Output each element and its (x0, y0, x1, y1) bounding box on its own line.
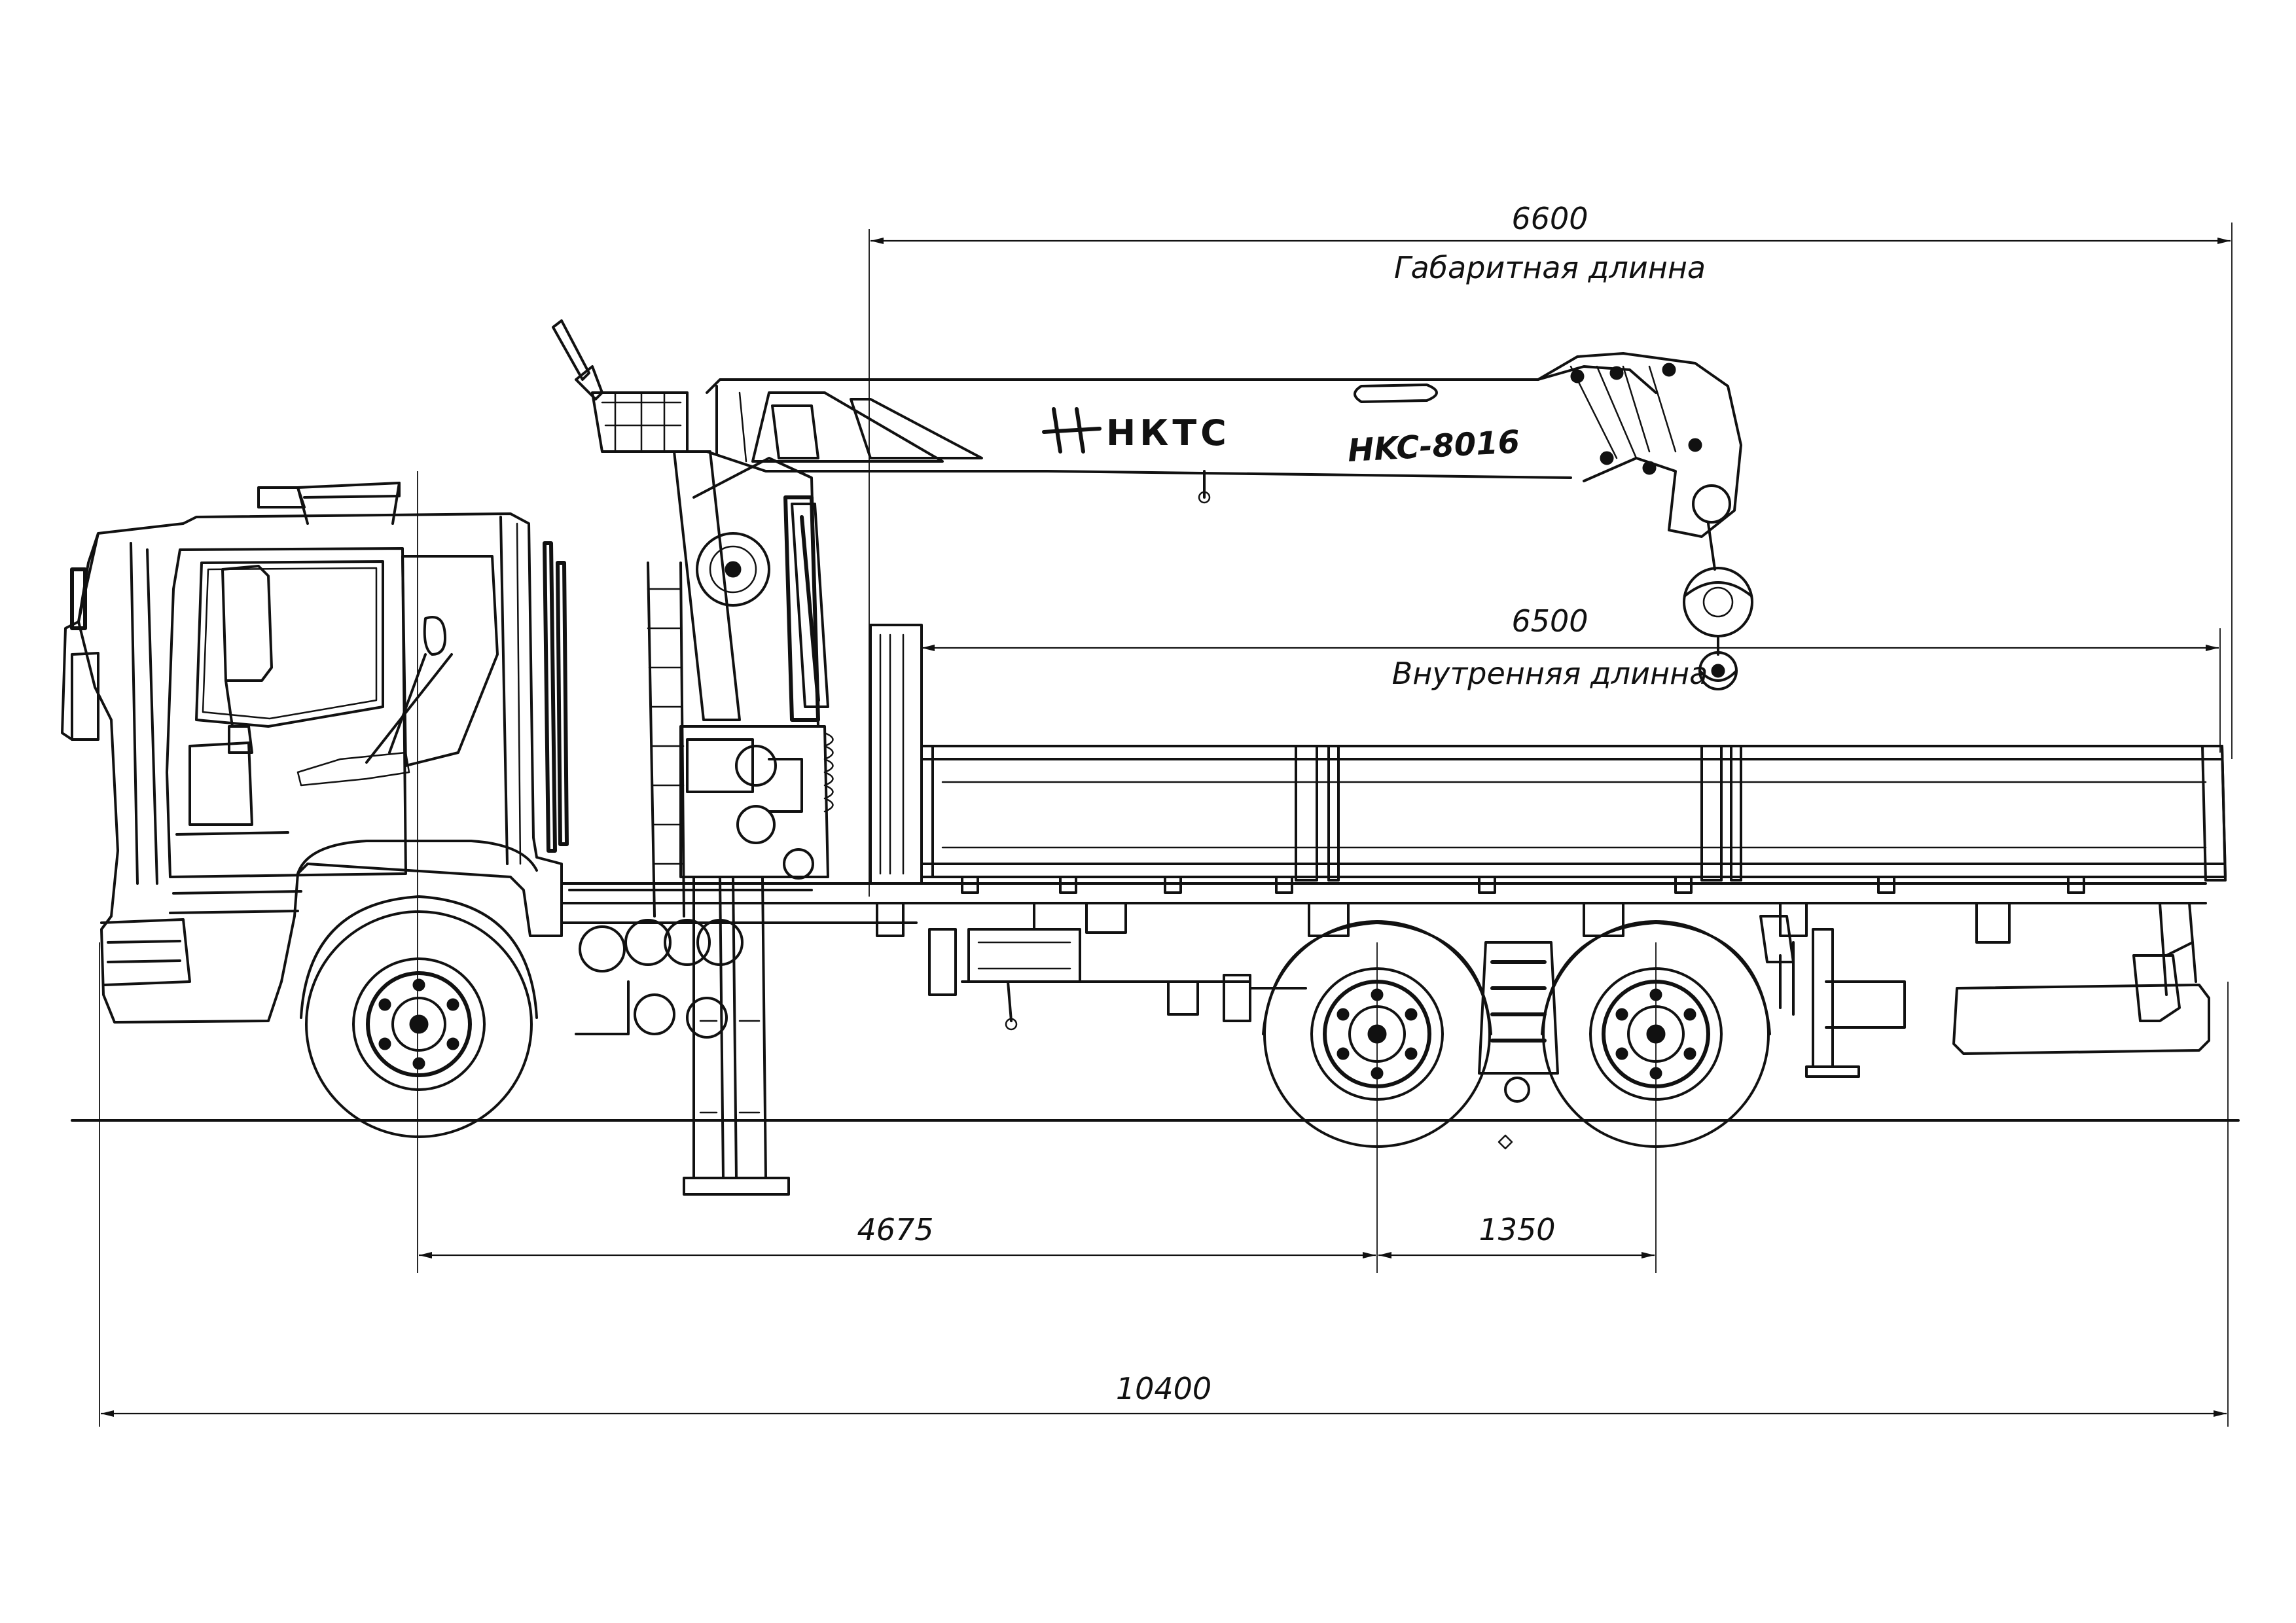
crane-assembly: НКТС HKC-8016 (552, 319, 1753, 1196)
dim-outer-length-value: 6600 (1511, 201, 1588, 236)
front-wheel-bolts (378, 978, 459, 1070)
crane-brand-label: НКТС (1106, 412, 1230, 454)
dimension-inner-length: 6500 Внутренняя длинна (922, 603, 2221, 753)
rear-wheel-2 (1541, 920, 1771, 1148)
dim-overall-length-value: 10400 (1116, 1371, 1211, 1406)
under-frame-details (928, 915, 1795, 1031)
dimension-outer-length: 6600 Габаритная длинна (869, 201, 2233, 897)
dim-inner-length-value: 6500 (1511, 603, 1588, 639)
dim-axle-spacing-value: 1350 (1479, 1212, 1555, 1247)
dimension-overall-length: 10400 (99, 942, 2229, 1427)
dim-inner-length-label: Внутренняя длинна (1392, 656, 1708, 691)
front-wheel (300, 895, 538, 1138)
truck-cab (61, 482, 569, 1024)
chassis-frame (562, 882, 2210, 1078)
bed-hinges (961, 876, 2085, 894)
rear-suspension (1478, 941, 1559, 1150)
nktc-logo-icon (1042, 407, 1102, 454)
dim-wheelbase-value: 4675 (857, 1212, 933, 1247)
dim-outer-length-label: Габаритная длинна (1394, 250, 1706, 285)
rear-wheel-1 (1262, 920, 1492, 1148)
crane-model-label: HKC-8016 (1347, 423, 1521, 469)
flatbed-body (869, 624, 2227, 894)
dimension-wheelbase: 4675 1350 (417, 471, 1657, 1273)
